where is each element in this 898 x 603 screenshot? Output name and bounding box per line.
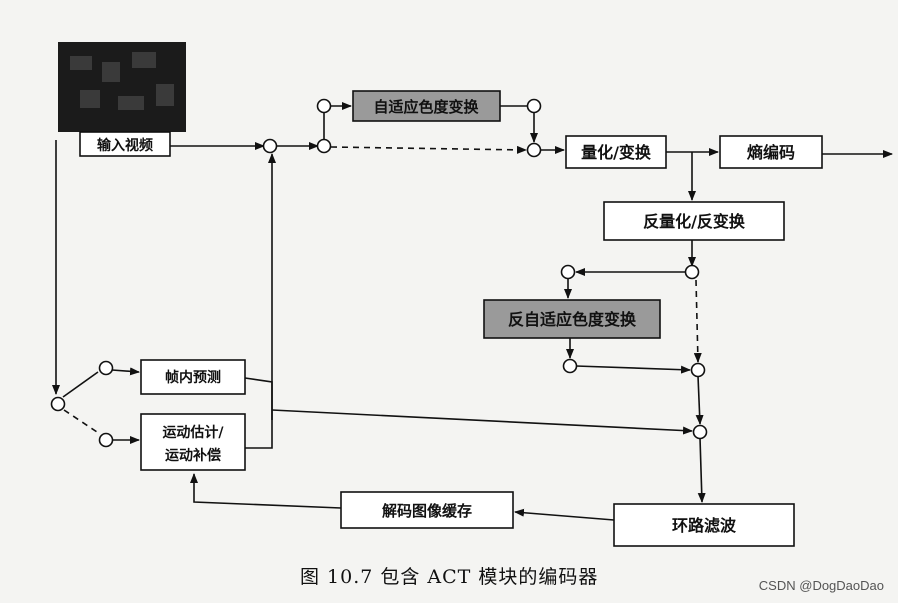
encoder-block-diagram: 输入视频 自适应色度变换 量化/变换 熵编码 反量化/反变换 反自适应色度变换 …: [50, 42, 893, 547]
quant-transform-label: 量化/变换: [581, 143, 652, 162]
line-loop-filter-to-buffer: [514, 508, 615, 521]
junction-7: [560, 264, 576, 280]
video-thumbnail-texture: [70, 52, 174, 110]
dashed-bypass-act: [330, 145, 527, 154]
motion-estimation-label-line1: 运动估计/: [162, 424, 224, 441]
dashed-bypass-iact: [693, 279, 702, 363]
entropy-coding-label: 熵编码: [746, 143, 795, 162]
junction-3: [316, 98, 332, 114]
junction-split: [50, 396, 66, 412]
line-split-intra: [62, 371, 99, 398]
quant-transform-box: [565, 135, 667, 169]
inverse-quant-transform-label: 反量化/反变换: [643, 212, 746, 231]
junction-1: [262, 138, 278, 154]
line-buffer-to-motion: [190, 473, 342, 509]
intra-prediction-box: [140, 359, 246, 395]
junction-2: [316, 138, 332, 154]
decoded-picture-buffer-box: [340, 491, 514, 529]
line-j10-to-loop-filter: [697, 437, 706, 503]
intra-prediction-label: 帧内预测: [165, 369, 221, 386]
adaptive-color-transform-box: [352, 90, 501, 122]
junction-6: [684, 264, 700, 280]
line-j9-to-j10: [695, 375, 704, 425]
loop-filter-box: [613, 503, 795, 547]
junction-intra: [98, 360, 114, 376]
entropy-coding-box: [719, 135, 823, 169]
watermark: CSDN @DogDaoDao: [758, 578, 884, 593]
inverse-quant-transform-box: [603, 201, 785, 241]
inverse-adaptive-color-transform-label: 反自适应色度变换: [508, 310, 637, 329]
line-j8-to-j9: [575, 365, 691, 374]
decoded-picture-buffer-label: 解码图像缓存: [382, 502, 472, 520]
loop-filter-label: 环路滤波: [672, 516, 737, 535]
junction-motion: [98, 432, 114, 448]
figure-caption: 图 10.7 包含 ACT 模块的编码器: [300, 566, 599, 588]
junction-10: [692, 424, 708, 440]
dashed-split-motion: [63, 409, 101, 435]
junction-4: [526, 98, 542, 114]
input-video-label: 输入视频: [97, 137, 153, 154]
input-video-box: [79, 131, 171, 157]
line-prediction-merge: [244, 377, 273, 449]
line-to-intra: [111, 367, 140, 376]
junction-9: [690, 362, 706, 378]
junction-5: [526, 142, 542, 158]
motion-estimation-box: [140, 413, 246, 471]
inverse-adaptive-color-transform-box: [483, 299, 661, 339]
junction-8: [562, 358, 578, 374]
line-prediction-to-j10: [271, 409, 693, 435]
adaptive-color-transform-label: 自适应色度变换: [373, 98, 479, 116]
motion-estimation-label-line2: 运动补偿: [165, 447, 221, 464]
